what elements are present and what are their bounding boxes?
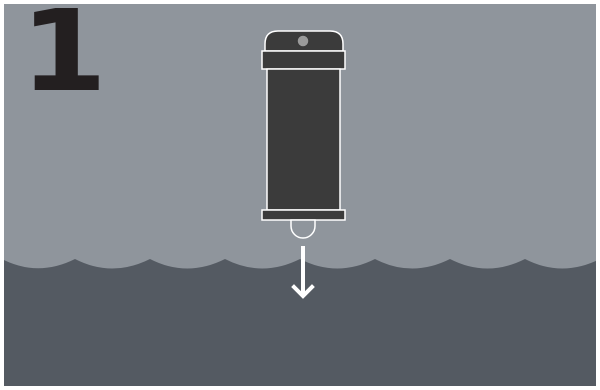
float-hull bbox=[267, 69, 340, 210]
profiling-float-icon bbox=[262, 31, 345, 238]
float-sensor bbox=[297, 35, 309, 47]
float-lower-collar bbox=[262, 210, 345, 220]
float-upper-collar bbox=[262, 51, 345, 69]
water-surface bbox=[0, 258, 600, 390]
float-bladder bbox=[291, 220, 315, 238]
step-number: 1 bbox=[20, 0, 105, 108]
